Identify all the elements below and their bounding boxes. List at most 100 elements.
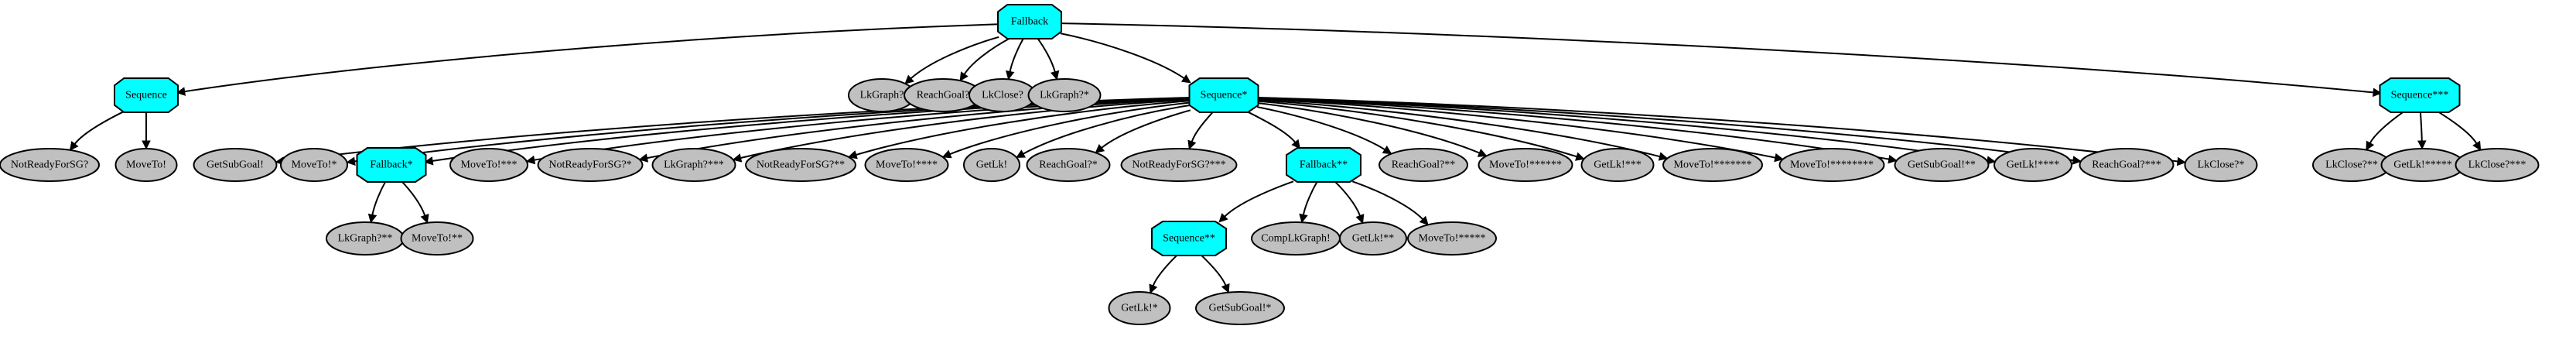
leaf-node-moveto4: MoveTo!*** — [449, 148, 528, 182]
node-label: MoveTo!* — [292, 159, 337, 171]
edge-sequence2-to-moveto9 — [1257, 98, 1776, 159]
node-label: NotReadyForSG?** — [757, 159, 845, 171]
leaf-node-moveto5: MoveTo!**** — [864, 148, 949, 182]
ellipse-shape — [1662, 148, 1763, 182]
ellipse-shape — [114, 148, 178, 182]
control-node-sequence2: Sequence* — [1188, 77, 1259, 113]
arrowhead-sequence2-to-fallback3 — [1291, 139, 1301, 149]
edge-fallback3-to-getlk3 — [1334, 180, 1361, 217]
octagon-shape — [997, 4, 1062, 39]
ellipse-shape — [537, 148, 644, 182]
edge-sequence2-to-getlk5 — [1257, 97, 1988, 162]
edge-fallback-to-lkgraph — [910, 36, 999, 80]
ellipse-shape — [745, 148, 856, 182]
ellipse-shape — [2079, 148, 2175, 182]
arrowhead-sequence2-to-moveto4 — [525, 155, 536, 165]
arrowhead-sequence2-to-getsubgoal3 — [1888, 154, 1898, 164]
leaf-node-notreadyforsg2: NotReadyForSG?* — [537, 148, 644, 182]
arrowhead-fallback3-to-sequence3 — [1218, 213, 1228, 223]
ellipse-shape — [1894, 148, 1990, 182]
edge-fallback3-to-moveto6 — [1351, 180, 1423, 220]
leaf-node-lkclose: LkClose? — [969, 78, 1037, 112]
arrowhead-fallback-to-sequence4 — [2373, 87, 2383, 98]
edges-layer — [69, 22, 2482, 294]
node-label: Sequence*** — [2391, 90, 2449, 101]
ellipse-shape — [864, 148, 949, 182]
arrowhead-sequence2-to-reachgoal2 — [1095, 144, 1105, 153]
arrowhead-sequence4-to-lkclose4 — [2472, 140, 2482, 151]
ellipse-shape — [1027, 78, 1102, 112]
leaf-node-notreadyforsg4: NotReadyForSG?*** — [1120, 148, 1238, 182]
octagon-shape — [114, 77, 179, 113]
ellipse-shape — [1120, 148, 1238, 182]
leaf-node-reachgoal3: ReachGoal?** — [1379, 148, 1468, 182]
ellipse-shape — [400, 221, 474, 256]
edge-sequence2-to-moveto8 — [1257, 99, 1660, 158]
leaf-node-notreadyforsg3: NotReadyForSG?** — [745, 148, 856, 182]
node-label: NotReadyForSG?*** — [1132, 159, 1225, 171]
edge-fallback-to-reachgoal — [963, 37, 1011, 75]
node-label: MoveTo!***** — [1419, 233, 1486, 245]
ellipse-shape — [1580, 148, 1655, 182]
arrowhead-sequence2-to-reachgoal3 — [1382, 146, 1392, 155]
arrowhead-sequence2-to-notreadyforsg4 — [1187, 139, 1197, 150]
leaf-node-reachgoal4: ReachGoal?*** — [2079, 148, 2175, 182]
edge-sequence2-to-notreadyforsg4 — [1191, 111, 1214, 142]
ellipse-shape — [1778, 148, 1885, 182]
node-label: GetLk!*** — [1594, 159, 1641, 171]
leaf-node-getsubgoal3: GetSubGoal!** — [1894, 148, 1990, 182]
arrowhead-sequence2-to-moveto8 — [1658, 152, 1669, 161]
leaf-node-lkclose3: LkClose?** — [2312, 148, 2391, 182]
control-node-sequence: Sequence — [114, 77, 179, 113]
arrowhead-sequence3-to-getsubgoal2 — [1221, 283, 1230, 293]
edge-sequence2-to-lkclose2 — [1257, 97, 2178, 163]
octagon-shape — [2379, 77, 2461, 113]
edge-sequence2-to-notreadyforsg3 — [856, 100, 1191, 156]
control-node-sequence4: Sequence*** — [2379, 77, 2461, 113]
arrowhead-sequence2-to-moveto9 — [1774, 153, 1784, 163]
octagon-shape — [356, 147, 427, 183]
edge-sequence4-to-lkclose3 — [2369, 111, 2404, 144]
ellipse-shape — [193, 148, 278, 182]
node-label: MoveTo!******** — [1790, 159, 1874, 171]
arrowhead-sequence2-to-reachgoal4 — [2072, 156, 2082, 165]
arrowhead-fallback2-to-moveto3 — [420, 213, 429, 224]
node-label: LkClose?* — [2198, 159, 2245, 171]
leaf-node-reachgoal2: ReachGoal?* — [1026, 148, 1111, 182]
control-node-fallback3: Fallback** — [1286, 147, 1361, 183]
arrowhead-sequence2-to-lkgraph4 — [732, 153, 743, 163]
node-label: ReachGoal?*** — [2092, 159, 2161, 171]
leaf-node-getsubgoal: GetSubGoal! — [193, 148, 278, 182]
leaf-node-lkgraph2: LkGraph?* — [1027, 78, 1102, 112]
node-label: Sequence** — [1163, 233, 1215, 245]
leaf-node-notreadyforsg: NotReadyForSG? — [0, 148, 100, 182]
edge-sequence3-to-getlk2 — [1152, 254, 1178, 286]
leaf-node-reachgoal: ReachGoal? — [904, 78, 982, 112]
control-node-fallback: Fallback — [997, 4, 1062, 39]
edge-fallback-to-sequence2 — [1060, 33, 1185, 79]
arrowhead-sequence2-to-moveto7 — [1477, 148, 1488, 157]
leaf-node-getlk3: GetLk!** — [1339, 221, 1407, 256]
ellipse-shape — [2184, 148, 2258, 182]
ellipse-shape — [1993, 148, 2072, 182]
edge-sequence2-to-fallback3 — [1247, 111, 1296, 143]
node-label: Sequence — [125, 90, 167, 101]
leaf-node-getlk5: GetLk!**** — [1993, 148, 2072, 182]
nodes-layer: FallbackSequenceNotReadyForSG?MoveTo!LkG… — [0, 4, 2540, 325]
edge-fallback-to-lkclose — [1009, 37, 1024, 72]
node-label: MoveTo!*** — [461, 159, 518, 171]
arrowhead-fallback-to-lkgraph — [904, 74, 914, 84]
node-label: NotReadyForSG? — [11, 159, 88, 171]
node-label: CompLkGraph! — [1261, 233, 1330, 245]
leaf-node-moveto3: MoveTo!** — [400, 221, 474, 256]
arrowhead-fallback3-to-complkgraph — [1299, 213, 1308, 224]
leaf-node-complkgraph: CompLkGraph! — [1251, 221, 1341, 256]
node-label: Sequence* — [1201, 90, 1248, 101]
edge-sequence2-to-getsubgoal3 — [1257, 98, 1890, 160]
ellipse-shape — [651, 148, 736, 182]
node-label: MoveTo!**** — [876, 159, 938, 171]
leaf-node-getsubgoal2: GetSubGoal!* — [1195, 291, 1285, 325]
node-label: Fallback — [1011, 16, 1048, 28]
edge-sequence4-to-lkclose4 — [2438, 111, 2478, 144]
node-label: Fallback** — [1300, 159, 1348, 171]
